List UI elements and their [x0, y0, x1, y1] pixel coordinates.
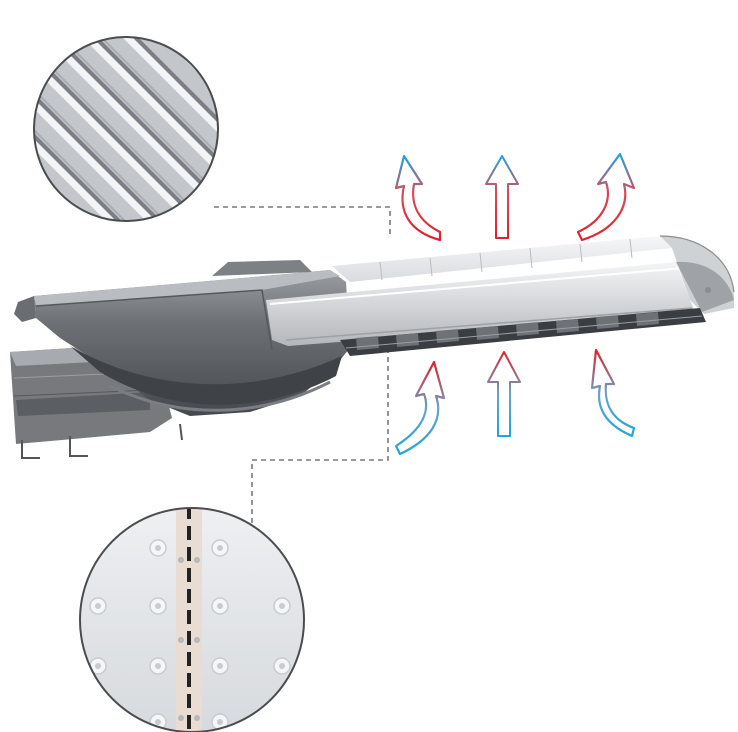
led-board-zoom-icon — [79, 507, 305, 732]
airflow-arrow-bottom-center — [487, 351, 521, 437]
airflow-arrow-top-right — [576, 152, 636, 242]
airflow-arrow-top-left — [394, 154, 442, 242]
airflow-arrow-bottom-left — [394, 360, 446, 456]
airflow-arrow-top-center — [485, 155, 519, 239]
heat-sink-fins-zoom-icon — [33, 36, 219, 222]
airflow-arrow-bottom-right — [590, 348, 636, 438]
street-light-housing — [10, 235, 735, 459]
callout-leader-line-top — [214, 206, 391, 238]
callout-leader-line-bottom — [251, 350, 389, 523]
